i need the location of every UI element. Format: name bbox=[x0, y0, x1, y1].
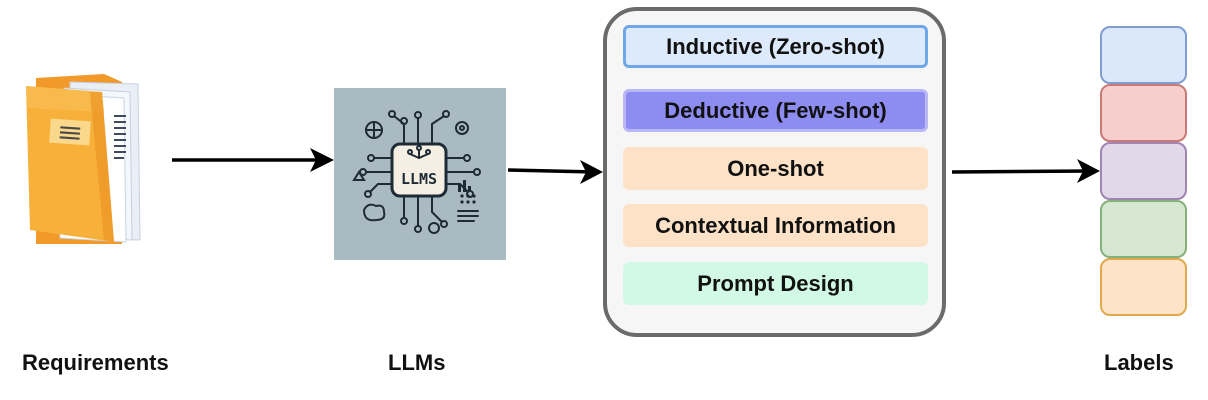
inductive-zero-shot-box: Inductive (Zero-shot) bbox=[623, 25, 928, 68]
arrow-llms-to-prompts bbox=[507, 166, 597, 177]
prompt-design-label: Prompt Design bbox=[697, 270, 854, 296]
arrow-prompts-to-labels bbox=[951, 166, 1094, 177]
label-block-red bbox=[1100, 84, 1187, 142]
one-shot-box: One-shot bbox=[623, 147, 928, 190]
inductive-label: Inductive (Zero-shot) bbox=[666, 33, 885, 59]
folder-documents-icon bbox=[18, 68, 148, 248]
prompt-design-box: Prompt Design bbox=[623, 262, 928, 305]
label-block-orange bbox=[1100, 258, 1187, 316]
deductive-few-shot-box: Deductive (Few-shot) bbox=[623, 89, 928, 132]
label-block-blue bbox=[1100, 26, 1187, 84]
label-block-purple bbox=[1100, 142, 1187, 200]
contextual-information-box: Contextual Information bbox=[623, 204, 928, 247]
one-shot-label: One-shot bbox=[727, 155, 824, 181]
caption-requirements: Requirements bbox=[22, 350, 169, 375]
caption-labels: Labels bbox=[1104, 350, 1174, 375]
contextual-information-label: Contextual Information bbox=[655, 212, 896, 238]
deductive-label: Deductive (Few-shot) bbox=[664, 97, 887, 123]
llm-chip-icon: LLMS bbox=[334, 88, 506, 260]
caption-llms: LLMs bbox=[388, 350, 446, 375]
label-block-green bbox=[1100, 200, 1187, 258]
llm-chip-label: LLMS bbox=[401, 170, 437, 188]
